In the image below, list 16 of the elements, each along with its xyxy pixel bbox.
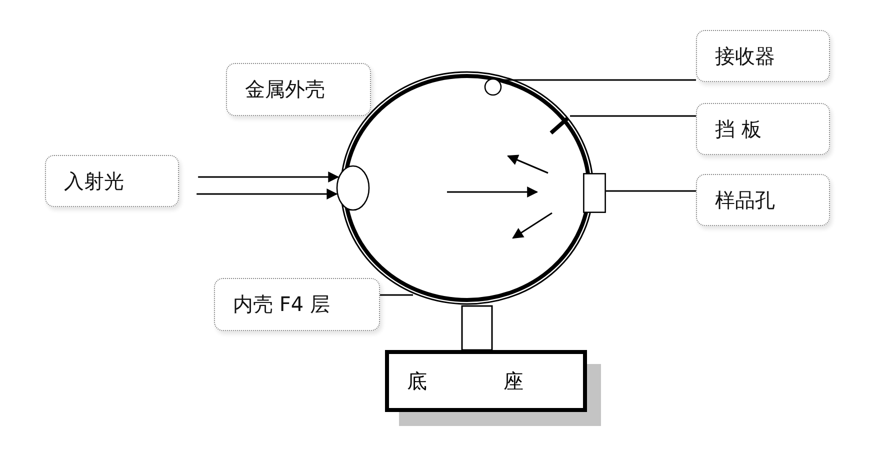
- callout-label: 挡 板: [696, 103, 830, 155]
- leader-line: [380, 294, 414, 296]
- sample-port: [583, 173, 606, 213]
- callout-label: 接收器: [696, 30, 830, 82]
- baffle-plate: [549, 116, 570, 135]
- port-ellipse: [336, 165, 370, 211]
- leader-line: [570, 115, 696, 117]
- callout-label: 金属外壳: [226, 63, 371, 116]
- callout-label: 样品孔: [696, 174, 830, 226]
- callout-label: 入射光: [45, 155, 179, 207]
- leader-line: [606, 190, 696, 192]
- receiver-circle: [484, 78, 502, 96]
- arrow: [196, 188, 338, 200]
- sphere-shell: [339, 70, 595, 306]
- callout-label: 内壳 F4 层: [214, 278, 380, 331]
- arrow: [198, 172, 340, 182]
